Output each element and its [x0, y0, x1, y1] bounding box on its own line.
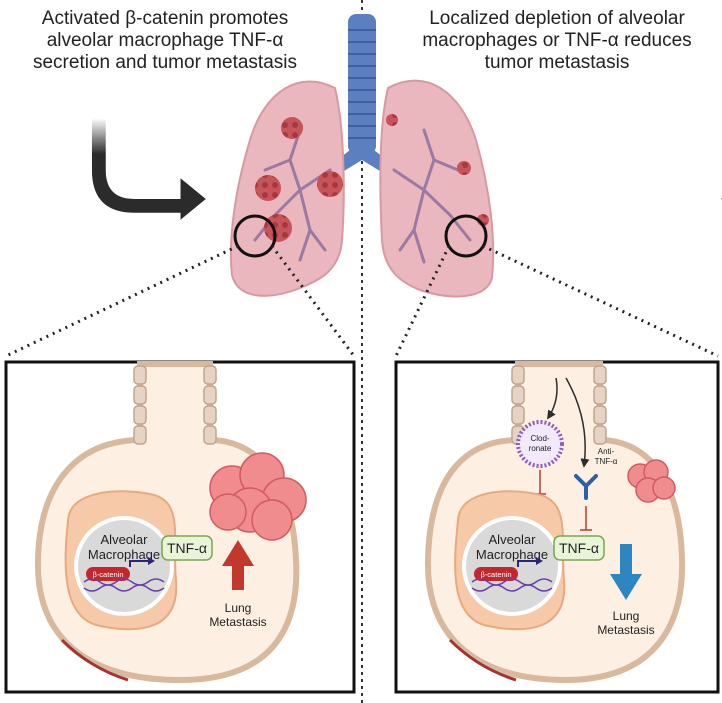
right-cell-label-line-2: Macrophage	[476, 547, 548, 562]
trachea	[318, 14, 406, 182]
left-tnf-label: TNF-α	[167, 540, 207, 556]
clodronate-line-2: ronate	[529, 444, 552, 453]
left-inset: Alveolar Macrophage β-catenin TNF-α Lung…	[4, 360, 356, 694]
left-heading-line-3: secretion and tumor metastasis	[32, 52, 297, 73]
right-heading-line-3: tumor metastasis	[484, 52, 630, 73]
tumor-node	[281, 117, 303, 139]
delivery-arrow-2	[565, 377, 590, 468]
right-outcome-line-2: Metastasis	[597, 623, 654, 637]
right-airway-cells	[511, 365, 607, 445]
zoom-circle-right	[444, 214, 488, 258]
left-gene-box	[86, 567, 130, 581]
right-tnf-box	[553, 535, 605, 561]
left-nucleus	[74, 516, 174, 616]
left-tnf-box	[161, 535, 213, 561]
right-cell-label-line-1: Alveolar	[489, 532, 537, 547]
right-nucleus	[462, 516, 562, 616]
left-cell-label-line-1: Alveolar	[101, 532, 149, 547]
tumor-node	[317, 171, 343, 197]
delivery-arrow-1	[547, 377, 558, 420]
right-tnf-label: TNF-α	[559, 540, 599, 556]
right-inset: Clod- ronate Anti- TNF-α Alveolar Macrop…	[394, 360, 720, 694]
left-outcome-line-2: Metastasis	[209, 615, 266, 629]
left-gene-label: β-catenin	[93, 570, 124, 579]
clodronate-liposome	[516, 420, 564, 468]
right-outcome-arrow	[610, 544, 642, 600]
left-airway-cells	[133, 365, 217, 445]
antibody-line-1: Anti-	[598, 447, 615, 456]
left-pointer-arrow	[91, 118, 206, 220]
left-tumor-cluster	[209, 452, 307, 541]
left-cell-label-line-2: Macrophage	[88, 547, 160, 562]
lung-tumors	[255, 114, 489, 242]
right-outcome-line-1: Lung	[613, 609, 640, 623]
right-heading-line-2: macrophages or TNF-α reduces	[422, 30, 692, 51]
right-lung	[379, 79, 495, 298]
left-heading-line-2: alveolar macrophage TNF-α	[46, 30, 284, 51]
lungs-illustration	[5, 14, 719, 358]
left-heading: Activated β-catenin promotes alveolar ma…	[6, 8, 324, 74]
right-gene-box	[474, 567, 518, 581]
tumor-node	[264, 214, 292, 242]
zoom-lines	[5, 244, 719, 358]
left-outcome-line-1: Lung	[225, 601, 252, 615]
clodronate-line-1: Clod-	[530, 434, 549, 443]
left-lung	[229, 80, 345, 297]
right-heading-line-1: Localized depletion of alveolar	[429, 8, 685, 29]
zoom-circle-left	[233, 214, 277, 258]
tumor-node	[255, 175, 281, 201]
right-heading: Localized depletion of alveolar macropha…	[396, 8, 718, 74]
right-tumor-cluster	[627, 459, 676, 503]
tumor-node	[457, 161, 471, 175]
tumor-node	[386, 114, 398, 126]
antibody-line-2: TNF-α	[595, 457, 618, 466]
anti-tnf-antibody	[574, 474, 598, 500]
right-gene-label: β-catenin	[481, 570, 512, 579]
left-heading-line-1: Activated β-catenin promotes	[41, 8, 289, 29]
left-outcome-arrow	[222, 540, 254, 590]
bronchial-tree	[253, 128, 472, 264]
